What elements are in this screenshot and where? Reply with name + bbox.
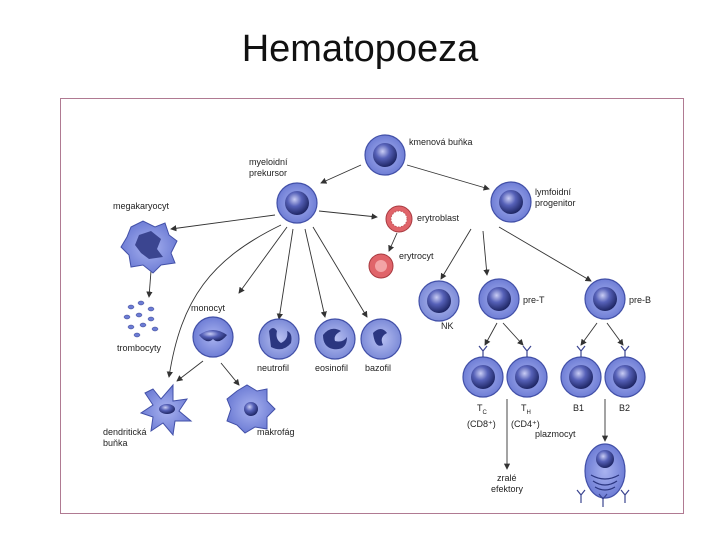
- label-erythroblast: erytroblast: [417, 213, 460, 223]
- th-cell: [506, 345, 548, 398]
- basophil-cell: [360, 318, 402, 360]
- arrow-erythroblast-erythrocyte: [388, 232, 398, 252]
- lymphoid-progenitor-cell: [490, 181, 532, 223]
- label-basophil: bazofil: [365, 363, 391, 373]
- label-effectors-line2: efektory: [491, 484, 524, 494]
- label-monocyte: monocyt: [191, 303, 226, 313]
- erythroblast-cell: [385, 205, 413, 233]
- diagram-canvas: kmenová buňka myeloidní prekursor lymfoi…: [103, 134, 651, 507]
- arrow-myeloid-megakaryocyte: [170, 214, 276, 232]
- arrow-megakaryocyte-platelets: [146, 270, 153, 298]
- platelets: [123, 300, 159, 338]
- label-th-marker: (CD4⁺): [511, 419, 540, 429]
- label-stem-cell: kmenová buňka: [409, 137, 473, 147]
- label-dendritic-line1: dendritická: [103, 427, 147, 437]
- erythrocyte-cell: [368, 253, 394, 279]
- arrow-myeloid-eosinophil: [304, 228, 327, 318]
- neutrophil-cell: [258, 318, 300, 360]
- label-th: TH: [521, 403, 531, 416]
- label-pre-b: pre-B: [629, 295, 651, 305]
- arrow-stem-lymphoid: [406, 164, 490, 191]
- arrows: [146, 164, 624, 470]
- plasma-cell: [584, 443, 626, 499]
- label-nk: NK: [441, 321, 454, 331]
- arrow-preb-b2: [606, 322, 624, 346]
- label-platelets: trombocyty: [117, 343, 162, 353]
- arrow-stem-myeloid: [320, 164, 362, 184]
- arrow-lymphoid-preb: [498, 226, 592, 282]
- arrow-myeloid-basophil: [312, 226, 368, 318]
- b2-cell: [604, 345, 646, 398]
- label-eosinophil: eosinofil: [315, 363, 348, 373]
- label-b1: B1: [573, 403, 584, 413]
- label-erythrocyte: erytrocyt: [399, 251, 434, 261]
- label-plasma-cell: plazmocyt: [535, 429, 576, 439]
- label-lymphoid-line2: progenitor: [535, 198, 576, 208]
- label-myeloid-line1: myeloidní: [249, 157, 288, 167]
- hematopoiesis-diagram: kmenová buňka myeloidní prekursor lymfoi…: [60, 98, 684, 514]
- macrophage-cell: [226, 384, 276, 434]
- label-pre-t: pre-T: [523, 295, 545, 305]
- label-b2: B2: [619, 403, 630, 413]
- label-megakaryocyte: megakaryocyt: [113, 201, 170, 211]
- label-macrophage: makrofág: [257, 427, 295, 437]
- nk-cell: [418, 280, 460, 322]
- arrow-lymphoid-nk: [440, 228, 472, 280]
- megakaryocyte-cell: [120, 220, 178, 274]
- stem-cell: [364, 134, 406, 176]
- label-lymphoid-line1: lymfoidní: [535, 187, 572, 197]
- tc-cell: [462, 345, 504, 398]
- arrow-pret-th: [502, 322, 524, 346]
- arrow-monocyte-macrophage: [220, 362, 240, 386]
- eosinophil-cell: [314, 318, 356, 360]
- label-neutrophil: neutrofil: [257, 363, 289, 373]
- label-dendritic-line2: buňka: [103, 438, 128, 448]
- arrow-monocyte-dendritic: [176, 360, 204, 382]
- arrow-lymphoid-pret: [482, 230, 490, 276]
- slide-title: Hematopoeza: [241, 28, 479, 70]
- arrow-myeloid-neutrophil: [276, 228, 294, 320]
- arrow-pret-tc: [484, 322, 498, 346]
- pre-t-cell: [478, 278, 520, 320]
- monocyte-cell: [192, 316, 234, 358]
- arrow-myeloid-monocyte: [238, 226, 288, 294]
- arrow-myeloid-dendritic: [166, 224, 282, 378]
- myeloid-precursor-cell: [276, 182, 318, 224]
- label-effectors-line1: zralé: [497, 473, 517, 483]
- label-tc-marker: (CD8⁺): [467, 419, 496, 429]
- dendritic-cell: [139, 383, 193, 437]
- antibodies: [576, 489, 630, 507]
- label-tc: TC: [477, 403, 488, 416]
- pre-b-cell: [584, 278, 626, 320]
- b1-cell: [560, 345, 602, 398]
- arrow-myeloid-erythroblast: [318, 210, 378, 220]
- label-myeloid-line2: prekursor: [249, 168, 287, 178]
- arrow-preb-b1: [580, 322, 598, 346]
